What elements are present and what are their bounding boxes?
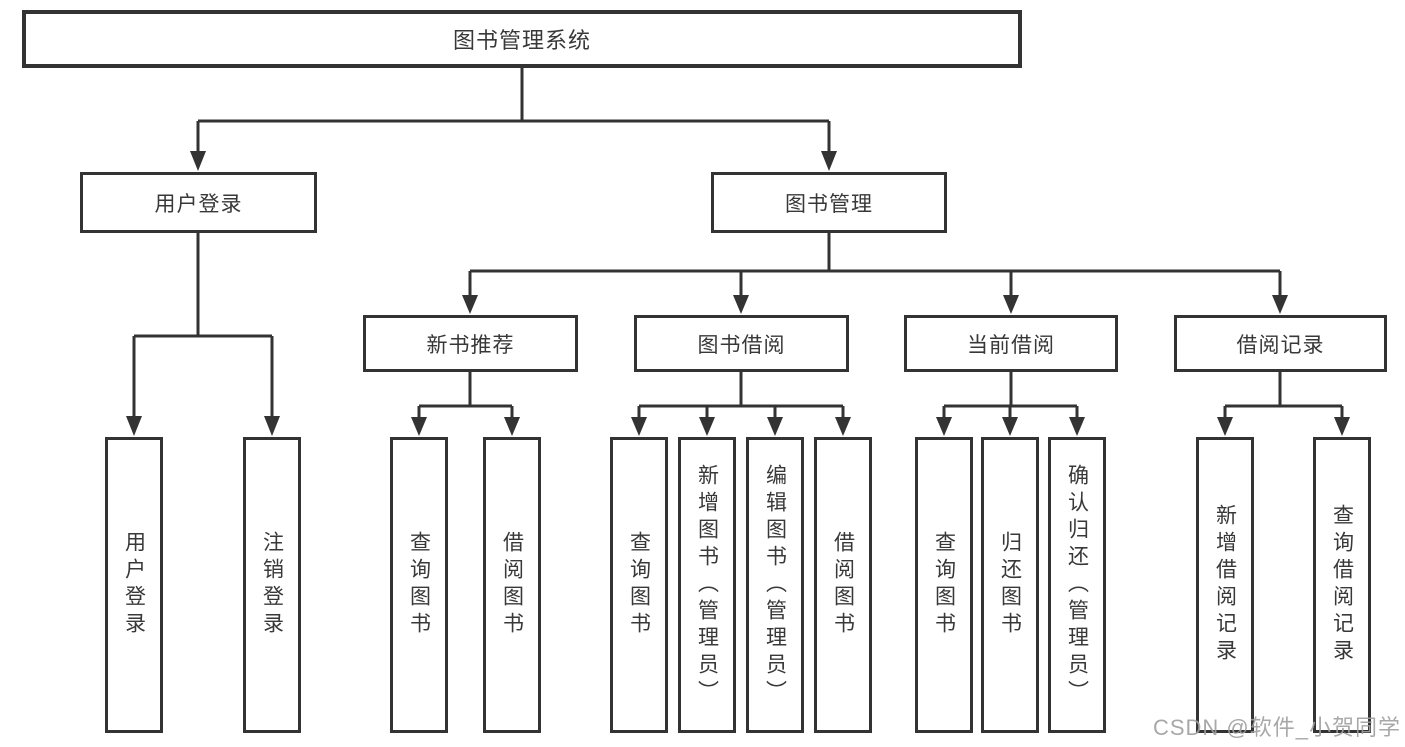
node-label: 新增借阅记录	[1213, 504, 1237, 666]
node-label: 借阅图书	[831, 531, 855, 639]
node-label: 确认归还（管理员）	[1065, 463, 1089, 707]
node-book-borrowing: 图书借阅	[634, 315, 849, 372]
node-label: 借阅记录	[1236, 333, 1325, 357]
node-label: 当前借阅	[967, 333, 1055, 357]
node-label: 图书借阅	[697, 333, 786, 357]
node-edit-books-admin: 编辑图书（管理员）	[746, 437, 804, 733]
node-borrow-books: 借阅图书	[814, 437, 872, 733]
node-book-management: 图书管理	[711, 172, 947, 233]
node-label: 查询图书	[407, 531, 431, 639]
node-label: 编辑图书（管理员）	[763, 463, 787, 707]
node-label: 新书推荐	[426, 333, 515, 357]
node-label: 注销登录	[260, 531, 284, 639]
node-logout: 注销登录	[243, 437, 301, 733]
node-add-books-admin: 新增图书（管理员）	[678, 437, 736, 733]
node-user-login-leaf: 用户登录	[105, 437, 163, 733]
node-rec-borrow-books: 借阅图书	[483, 437, 541, 733]
node-rec-query-books: 查询图书	[390, 437, 448, 733]
node-current-borrowing: 当前借阅	[904, 315, 1118, 372]
node-label: 图书管理	[785, 192, 873, 216]
node-label: 新增图书（管理员）	[695, 463, 719, 707]
node-label: 借阅图书	[500, 531, 524, 639]
node-user-login: 用户登录	[80, 172, 317, 233]
node-label: 用户登录	[122, 531, 146, 639]
node-label: 查询借阅记录	[1330, 504, 1354, 666]
node-borrowing-records: 借阅记录	[1174, 315, 1387, 372]
node-label: 查询图书	[932, 531, 956, 639]
node-confirm-return-admin: 确认归还（管理员）	[1048, 437, 1106, 733]
csdn-watermark: CSDN @软件_小贺同学	[1152, 715, 1401, 740]
node-return-books: 归还图书	[981, 437, 1039, 733]
node-label: 归还图书	[998, 531, 1022, 639]
node-add-borrow-record: 新增借阅记录	[1196, 437, 1254, 733]
node-current-query-books: 查询图书	[915, 437, 973, 733]
node-label: 图书管理系统	[452, 28, 591, 53]
node-library-management-system: 图书管理系统	[22, 10, 1022, 68]
node-label: 用户登录	[154, 192, 243, 216]
node-query-borrow-record: 查询借阅记录	[1313, 437, 1371, 733]
node-label: 查询图书	[627, 531, 651, 639]
node-new-book-recommendation: 新书推荐	[363, 315, 578, 372]
node-borrow-query-books: 查询图书	[610, 437, 668, 733]
